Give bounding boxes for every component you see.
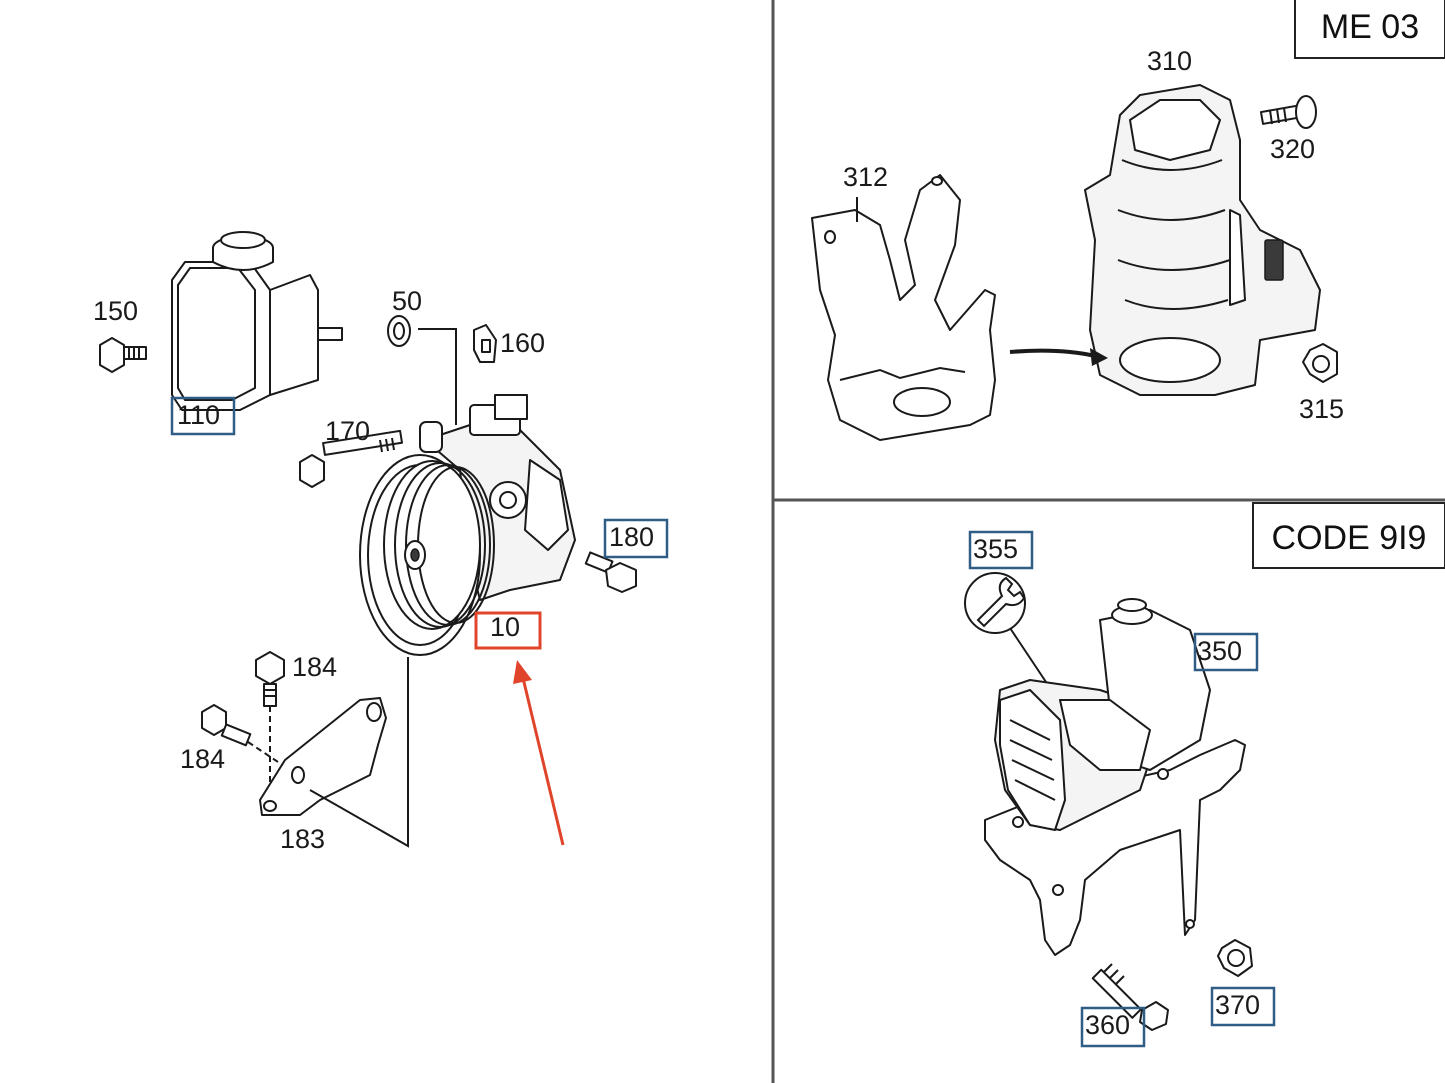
- part-50-washer: [387, 315, 411, 347]
- label-184-lower: 184: [180, 744, 225, 774]
- label-355: 355: [973, 534, 1018, 564]
- section-title-code919: CODE 9I9: [1252, 502, 1445, 569]
- section-title-me03-text: ME 03: [1321, 8, 1419, 46]
- part-315-nut: [1302, 343, 1338, 383]
- highlight-370: [1210, 986, 1276, 1027]
- leader-50: [418, 328, 457, 425]
- label-160: 160: [500, 328, 545, 358]
- section-title-me03: ME 03: [1294, 0, 1445, 59]
- label-170: 170: [325, 416, 370, 446]
- part-360-bolt: [1091, 963, 1169, 1031]
- part-170-bolt: [299, 429, 403, 488]
- assembly-arrow: [1009, 348, 1108, 366]
- part-150-bolt: [99, 337, 147, 373]
- highlight-110: [170, 396, 236, 436]
- pointer-arrow: [513, 660, 565, 846]
- part-350-pump-assembly: [984, 598, 1246, 956]
- label-360: 360: [1085, 1010, 1130, 1040]
- label-110: 110: [177, 400, 220, 430]
- part-320-bolt: [1259, 95, 1317, 129]
- part-312-heat-shield: [811, 174, 996, 441]
- label-315: 315: [1299, 394, 1344, 424]
- label-180: 180: [609, 522, 654, 552]
- label-184-upper: 184: [292, 652, 337, 682]
- part-370-nut: [1217, 939, 1253, 977]
- highlight-350: [1193, 632, 1259, 672]
- label-183: 183: [280, 824, 325, 854]
- part-180-bolt: [584, 551, 637, 593]
- part-110-reservoir: [171, 231, 343, 411]
- label-370: 370: [1215, 990, 1260, 1020]
- highlight-360: [1080, 1006, 1146, 1048]
- part-310-electric-pump: [1084, 84, 1321, 396]
- label-320: 320: [1270, 134, 1315, 164]
- part-160-clip: [473, 324, 497, 363]
- part-183-bracket: [259, 697, 387, 816]
- label-312: 312: [843, 162, 888, 192]
- label-10: 10: [490, 612, 520, 642]
- label-50: 50: [392, 286, 422, 316]
- part-184-upper-bolt: [255, 651, 285, 707]
- section-title-code919-text: CODE 9I9: [1272, 519, 1427, 557]
- part-10-pump: [359, 394, 576, 656]
- label-310: 310: [1147, 46, 1192, 76]
- label-350: 350: [1197, 636, 1242, 666]
- leader-183: [309, 657, 409, 848]
- highlight-355: [968, 530, 1034, 570]
- highlight-180: [603, 518, 669, 559]
- part-355-tool-icon: [964, 572, 1026, 634]
- part-184-lower-bolt: [201, 704, 252, 747]
- highlight-10: [474, 611, 542, 650]
- label-150: 150: [93, 296, 138, 326]
